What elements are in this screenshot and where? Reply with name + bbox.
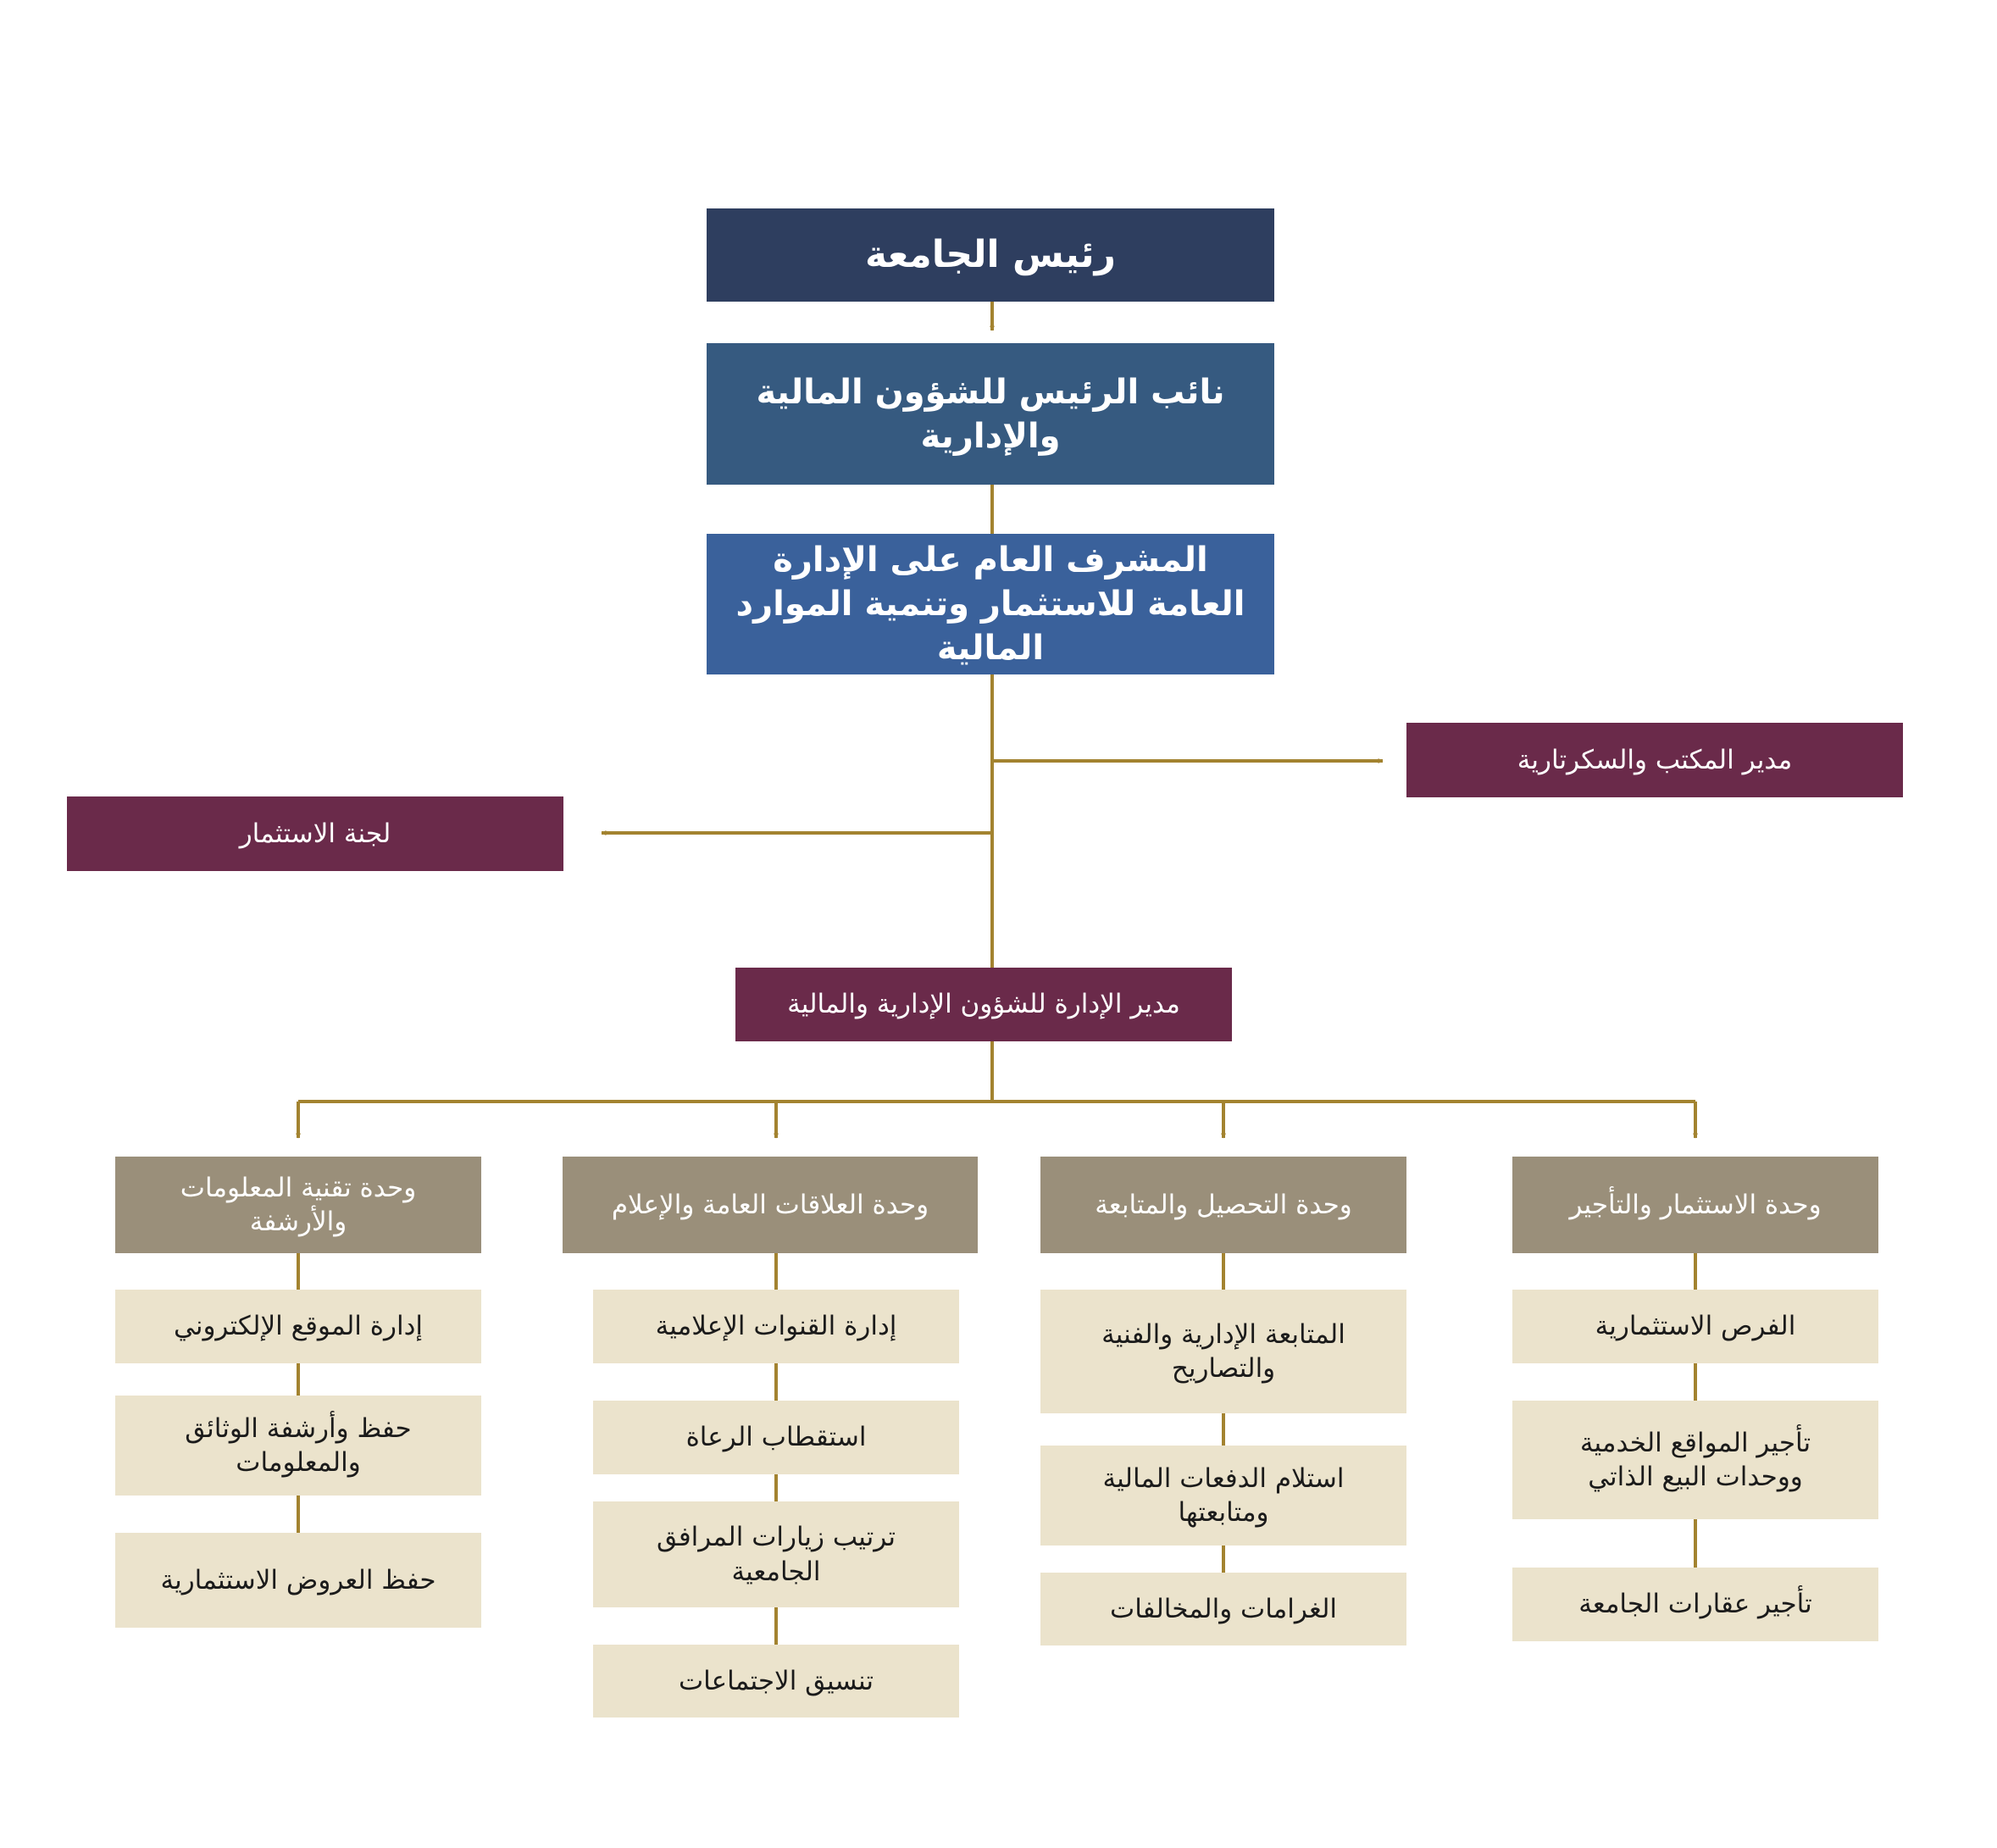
vice-president-title: نائب الرئيس للشؤون المالية والإدارية <box>756 372 1225 456</box>
general-supervisor-box: المشرف العام على الإدارة العامة للاستثما… <box>707 534 1274 674</box>
unit-it-archiving: وحدة تقنية المعلومات والأرشفة <box>115 1157 481 1253</box>
vice-president-box: نائب الرئيس للشؤون المالية والإدارية <box>707 343 1274 485</box>
general-supervisor-title: المشرف العام على الإدارة العامة للاستثما… <box>735 541 1245 668</box>
task-label: ترتيب زيارات المرافق الجامعية <box>656 1522 896 1587</box>
unit-title: وحدة العلاقات العامة والإعلام <box>611 1189 929 1220</box>
task-label: المتابعة الإدارية والفنية والتصاريح <box>1101 1318 1345 1384</box>
task-attract-sponsors: استقطاب الرعاة <box>593 1401 959 1474</box>
admin-finance-director-title: مدير الإدارة للشؤون الإدارية والمالية <box>787 989 1180 1020</box>
unit-title: وحدة التحصيل والمتابعة <box>1095 1189 1352 1220</box>
unit-collection-followup: وحدة التحصيل والمتابعة <box>1040 1157 1406 1253</box>
task-archive-documents: حفظ وأرشفة الوثائق والمعلومات <box>115 1396 481 1496</box>
task-label: إدارة القنوات الإعلامية <box>655 1311 897 1342</box>
task-media-channels: إدارة القنوات الإعلامية <box>593 1290 959 1363</box>
task-label: تأجير عقارات الجامعة <box>1578 1589 1812 1620</box>
task-investment-opportunities: الفرص الاستثمارية <box>1512 1290 1878 1363</box>
task-label: الغرامات والمخالفات <box>1110 1593 1337 1624</box>
office-manager-title: مدير المكتب والسكرتارية <box>1517 744 1793 775</box>
investment-committee-box: لجنة الاستثمار <box>67 796 563 871</box>
investment-committee-title: لجنة الاستثمار <box>239 818 391 849</box>
task-keep-investment-offers: حفظ العروض الاستثمارية <box>115 1533 481 1628</box>
task-label: تأجير المواقع الخدمية ووحدات البيع الذات… <box>1579 1427 1811 1492</box>
unit-investment-leasing: وحدة الاستثمار والتأجير <box>1512 1157 1878 1253</box>
task-fines-violations: الغرامات والمخالفات <box>1040 1573 1406 1645</box>
task-coordinate-meetings: تنسيق الاجتماعات <box>593 1645 959 1718</box>
task-facility-visits: ترتيب زيارات المرافق الجامعية <box>593 1501 959 1607</box>
president-title: رئيس الجامعة <box>865 233 1116 277</box>
task-label: تنسيق الاجتماعات <box>679 1665 874 1696</box>
task-label: حفظ وأرشفة الوثائق والمعلومات <box>185 1412 412 1478</box>
task-website-management: إدارة الموقع الإلكتروني <box>115 1290 481 1363</box>
unit-public-relations-media: وحدة العلاقات العامة والإعلام <box>563 1157 978 1253</box>
office-manager-box: مدير المكتب والسكرتارية <box>1406 723 1903 797</box>
task-label: استلام الدفعات المالية ومتابعتها <box>1102 1462 1345 1528</box>
task-label: حفظ العروض الاستثمارية <box>160 1564 436 1595</box>
task-lease-service-sites: تأجير المواقع الخدمية ووحدات البيع الذات… <box>1512 1401 1878 1519</box>
task-label: استقطاب الرعاة <box>685 1422 867 1453</box>
task-label: إدارة الموقع الإلكتروني <box>174 1311 424 1342</box>
task-label: الفرص الاستثمارية <box>1595 1311 1796 1342</box>
unit-title: وحدة الاستثمار والتأجير <box>1569 1189 1822 1220</box>
task-admin-technical-followup: المتابعة الإدارية والفنية والتصاريح <box>1040 1290 1406 1413</box>
unit-title: وحدة تقنية المعلومات والأرشفة <box>180 1172 417 1237</box>
admin-finance-director-box: مدير الإدارة للشؤون الإدارية والمالية <box>735 968 1232 1041</box>
president-box: رئيس الجامعة <box>707 208 1274 302</box>
task-lease-university-properties: تأجير عقارات الجامعة <box>1512 1568 1878 1641</box>
task-receive-payments: استلام الدفعات المالية ومتابعتها <box>1040 1446 1406 1546</box>
